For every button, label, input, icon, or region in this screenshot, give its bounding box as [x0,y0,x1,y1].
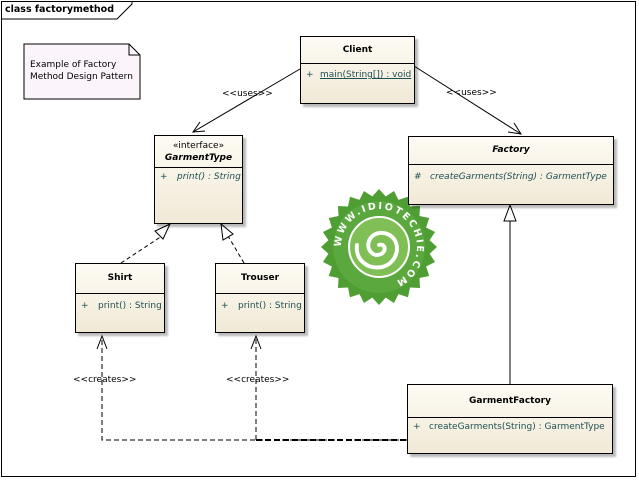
uses-right-arrowhead [507,122,523,135]
uses-left-label: <<uses>> [222,89,273,99]
class-factory-op-signature: createGarments(String) : GarmentType [430,172,607,182]
class-garment-factory-name: GarmentFactory [469,396,551,406]
diagram-title: class factorymethod [5,4,115,15]
class-trouser[interactable]: Trouser + print() : String [215,263,305,333]
shirt-realization-line [120,235,163,264]
class-client-op-visibility: + [306,70,314,80]
watermark-seal-icon: WWW.IDIOTECHIE.COM [321,189,437,305]
class-garment-factory[interactable]: GarmentFactory + createGarments(String) :… [407,384,613,454]
creates-trouser-label: <<creates>> [226,375,290,385]
creates-shirt-arrowhead [96,334,108,350]
shirt-realization-triangle [154,222,172,240]
class-trouser-operation: + print() : String [221,301,302,311]
note-fold [128,44,140,56]
class-client-operation: + main(String[]) : void [306,70,412,80]
creates-trouser-arrowhead [250,334,262,350]
note-line-1: Example of Factory [30,60,117,70]
class-garment-type-operation: + print() : String [160,172,241,182]
note-line-2: Method Design Pattern [30,72,133,82]
frame-tab [1,1,133,20]
note-shape [23,43,141,100]
uses-left-arrowhead [191,121,206,133]
class-client-name: Client [342,45,373,55]
note: Example of Factory Method Design Pattern [24,44,140,99]
class-trouser-op-visibility: + [221,301,229,311]
uses-left-line [192,68,301,133]
trouser-realization-triangle [220,222,234,241]
class-garment-factory-operation: + createGarments(String) : GarmentType [413,422,610,432]
class-shirt-name: Shirt [107,273,133,283]
class-factory-name: Factory [492,145,530,155]
class-factory-op-visibility: # [414,172,422,182]
class-garment-type-stereotype: «interface» [172,141,225,151]
uses-right-line [413,65,522,135]
class-client[interactable]: Client + main(String[]) : void [300,36,415,104]
class-garment-type-op-visibility: + [160,172,168,182]
creates-shirt-line [101,336,407,441]
class-shirt-op-signature: print() : String [98,301,162,311]
class-trouser-name: Trouser [240,273,280,283]
class-garment-type-op-signature: print() : String [177,172,241,182]
class-shirt[interactable]: Shirt + print() : String [75,263,165,333]
creates-shirt-label: <<creates>> [73,375,137,385]
uses-right-label: <<uses>> [446,88,497,98]
garment-factory-generalization-triangle [503,203,517,222]
class-client-op-signature: main(String[]) : void [320,70,412,80]
class-factory[interactable]: Factory # createGarments(String) : Garmen… [408,136,614,205]
class-garment-type[interactable]: «interface» GarmentType + print() : Strin… [154,135,243,224]
note-text: Example of Factory Method Design Pattern [30,59,133,83]
class-shirt-op-visibility: + [81,301,89,311]
class-garment-type-name: GarmentType [164,153,233,163]
class-trouser-op-signature: print() : String [238,301,302,311]
trouser-realization-line [227,235,245,264]
class-factory-operation: # createGarments(String) : GarmentType [414,172,611,182]
class-shirt-operation: + print() : String [81,301,162,311]
class-garment-factory-op-visibility: + [413,422,421,432]
class-garment-factory-op-signature: createGarments(String) : GarmentType [429,422,605,432]
